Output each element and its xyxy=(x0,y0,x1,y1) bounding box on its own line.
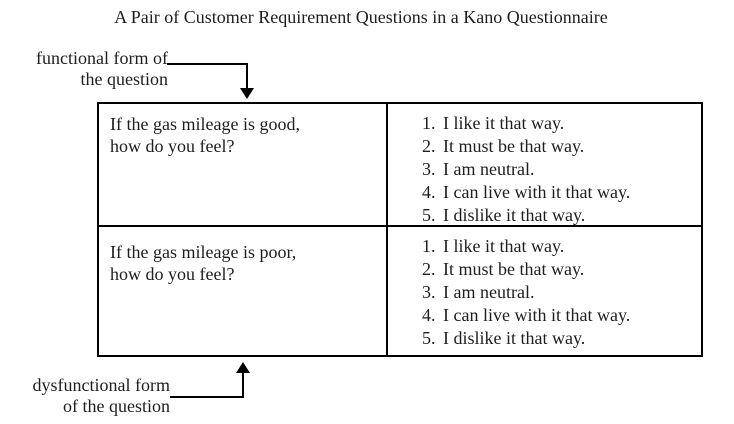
functional-form-label-line1: functional form of xyxy=(36,48,168,68)
dysfunctional-form-label-line1: dysfunctional form xyxy=(32,375,170,395)
option-item: 4. I can live with it that way. xyxy=(422,181,697,204)
option-item: 4. I can live with it that way. xyxy=(422,304,697,327)
option-number: 2. xyxy=(422,259,436,279)
option-text: I am neutral. xyxy=(443,159,535,179)
option-number: 2. xyxy=(422,136,436,156)
question-line: If the gas mileage is good, xyxy=(110,114,300,134)
option-text: I like it that way. xyxy=(443,113,565,133)
option-number: 5. xyxy=(422,328,436,348)
option-text: I like it that way. xyxy=(443,236,565,256)
dysfunctional-arrow-horizontal-line xyxy=(170,396,244,398)
option-item: 2. It must be that way. xyxy=(422,258,697,281)
option-number: 4. xyxy=(422,305,436,325)
option-number: 5. xyxy=(422,205,436,225)
option-number: 1. xyxy=(422,113,436,133)
functional-question-cell: If the gas mileage is good, how do you f… xyxy=(99,104,388,227)
option-item: 3. I am neutral. xyxy=(422,158,697,181)
question-line: how do you feel? xyxy=(110,136,235,156)
option-number: 1. xyxy=(422,236,436,256)
functional-arrow-horizontal-line xyxy=(167,63,248,65)
question-line: how do you feel? xyxy=(110,264,235,284)
option-text: I dislike it that way. xyxy=(443,328,586,348)
option-item: 1. I like it that way. xyxy=(422,112,697,135)
functional-form-label-line2: the question xyxy=(80,69,169,89)
option-text: It must be that way. xyxy=(443,136,585,156)
option-item: 5. I dislike it that way. xyxy=(422,327,697,350)
dysfunctional-arrow-vertical-line xyxy=(242,372,244,398)
option-number: 3. xyxy=(422,282,436,302)
option-text: It must be that way. xyxy=(443,259,585,279)
option-text: I can live with it that way. xyxy=(443,305,631,325)
option-number: 3. xyxy=(422,159,436,179)
functional-arrow-vertical-line xyxy=(246,63,248,89)
option-text: I dislike it that way. xyxy=(443,205,586,225)
dysfunctional-question-cell: If the gas mileage is poor, how do you f… xyxy=(99,227,388,355)
functional-form-label: functional form of the question xyxy=(6,48,168,90)
option-item: 5. I dislike it that way. xyxy=(422,204,697,227)
option-item: 1. I like it that way. xyxy=(422,235,697,258)
dysfunctional-options-cell: 1. I like it that way. 2. It must be tha… xyxy=(388,227,701,355)
question-line: If the gas mileage is poor, xyxy=(110,242,297,262)
option-text: I am neutral. xyxy=(443,282,535,302)
option-item: 3. I am neutral. xyxy=(422,281,697,304)
functional-options-cell: 1. I like it that way. 2. It must be tha… xyxy=(388,104,701,227)
figure-title: A Pair of Customer Requirement Questions… xyxy=(114,7,608,27)
option-number: 4. xyxy=(422,182,436,202)
dysfunctional-form-label-line2: of the question xyxy=(63,396,170,416)
option-text: I can live with it that way. xyxy=(443,182,631,202)
questionnaire-table: If the gas mileage is good, how do you f… xyxy=(97,102,703,357)
functional-arrowhead-down-icon xyxy=(240,88,254,99)
option-item: 2. It must be that way. xyxy=(422,135,697,158)
dysfunctional-arrowhead-up-icon xyxy=(236,362,250,373)
dysfunctional-form-label: dysfunctional form of the question xyxy=(6,375,170,417)
